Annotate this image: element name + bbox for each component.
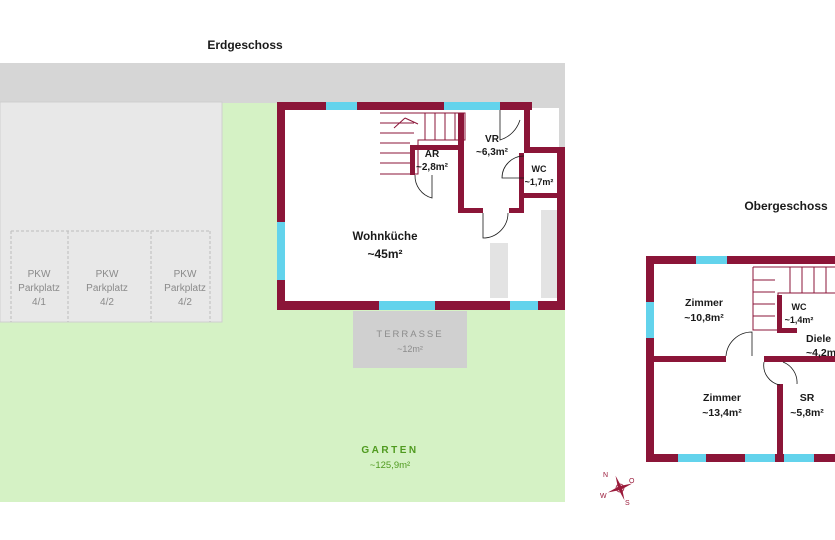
room-name: SR — [799, 392, 815, 404]
room-area: ~1,7m² — [524, 177, 554, 187]
compass-o: O — [629, 478, 635, 485]
garden-label: GARTEN ~125,9m² — [340, 443, 440, 473]
room-zimmer-1: Zimmer ~10,8m² — [672, 296, 736, 326]
room-name: WC — [531, 164, 547, 174]
upper-floor-walls — [646, 256, 835, 462]
garden-area-text: ~125,9m² — [369, 460, 411, 471]
terrace-area: ~12m² — [397, 344, 423, 354]
upper-floor-windows — [646, 256, 814, 462]
compass-rose-icon — [607, 475, 633, 501]
kitchen-counter-2 — [541, 210, 559, 298]
compass-n: N — [603, 472, 609, 479]
parking-number: 4/2 — [178, 297, 192, 308]
room-area: ~4,2m² — [806, 347, 835, 359]
room-area: ~6,3m² — [476, 147, 508, 158]
room-ar: AR ~2,8m² — [412, 148, 452, 174]
parking-type: PKW — [95, 269, 119, 280]
paved-strip — [0, 63, 565, 103]
room-area: ~45m² — [367, 247, 403, 261]
upper-floor-title: Obergeschoss — [744, 199, 828, 213]
parking-spot: PKW Parkplatz 4/1 — [17, 268, 61, 310]
room-wc-upper: WC ~1,4m² — [782, 301, 816, 327]
room-diele: Diele ~4,2m² — [806, 332, 835, 360]
room-area: ~5,8m² — [790, 407, 824, 419]
room-name: AR — [424, 149, 440, 160]
kitchen-counter — [490, 243, 508, 298]
room-area: ~2,8m² — [416, 162, 448, 173]
room-name: Zimmer — [685, 297, 723, 309]
terrace-slab — [353, 311, 467, 368]
room-area: ~13,4m² — [702, 407, 742, 419]
room-wc-ground: WC ~1,7m² — [522, 163, 556, 189]
ground-floor-windows — [277, 102, 538, 310]
room-name: Diele — [806, 333, 832, 345]
room-name: Zimmer — [703, 392, 741, 404]
room-name: WC — [791, 302, 807, 312]
parking-label: Parkplatz — [86, 283, 128, 294]
parking-number: 4/1 — [32, 297, 46, 308]
parking-number: 4/2 — [100, 297, 114, 308]
terrace-name: TERRASSE — [376, 329, 444, 340]
garden-area-lower — [0, 322, 222, 502]
room-zimmer-2: Zimmer ~13,4m² — [690, 391, 754, 421]
ground-floor-interior — [283, 108, 559, 304]
room-vr: VR ~6,3m² — [472, 133, 512, 159]
ground-floor-doors — [414, 110, 525, 239]
garden-name: GARTEN — [361, 445, 419, 456]
room-sr: SR ~5,8m² — [783, 391, 831, 421]
terrace-label: TERRASSE ~12m² — [358, 328, 462, 356]
parking-label: Parkplatz — [164, 283, 206, 294]
parking-area — [0, 101, 223, 323]
room-area: ~10,8m² — [684, 312, 724, 324]
compass-w: W — [600, 493, 607, 500]
upper-floor-doors — [725, 331, 798, 386]
room-name: VR — [485, 134, 499, 145]
room-name: Wohnküche — [352, 231, 418, 243]
ground-floor-title: Erdgeschoss — [207, 38, 283, 52]
compass-s: S — [625, 500, 630, 507]
parking-dividers — [10, 230, 211, 322]
room-area: ~1,4m² — [784, 315, 814, 325]
parking-spot: PKW Parkplatz 4/2 — [160, 268, 210, 310]
parking-spot: PKW Parkplatz 4/2 — [82, 268, 132, 310]
room-wohnkueche: Wohnküche ~45m² — [330, 229, 440, 263]
parking-type: PKW — [27, 269, 51, 280]
parking-type: PKW — [173, 269, 197, 280]
parking-label: Parkplatz — [18, 283, 60, 294]
